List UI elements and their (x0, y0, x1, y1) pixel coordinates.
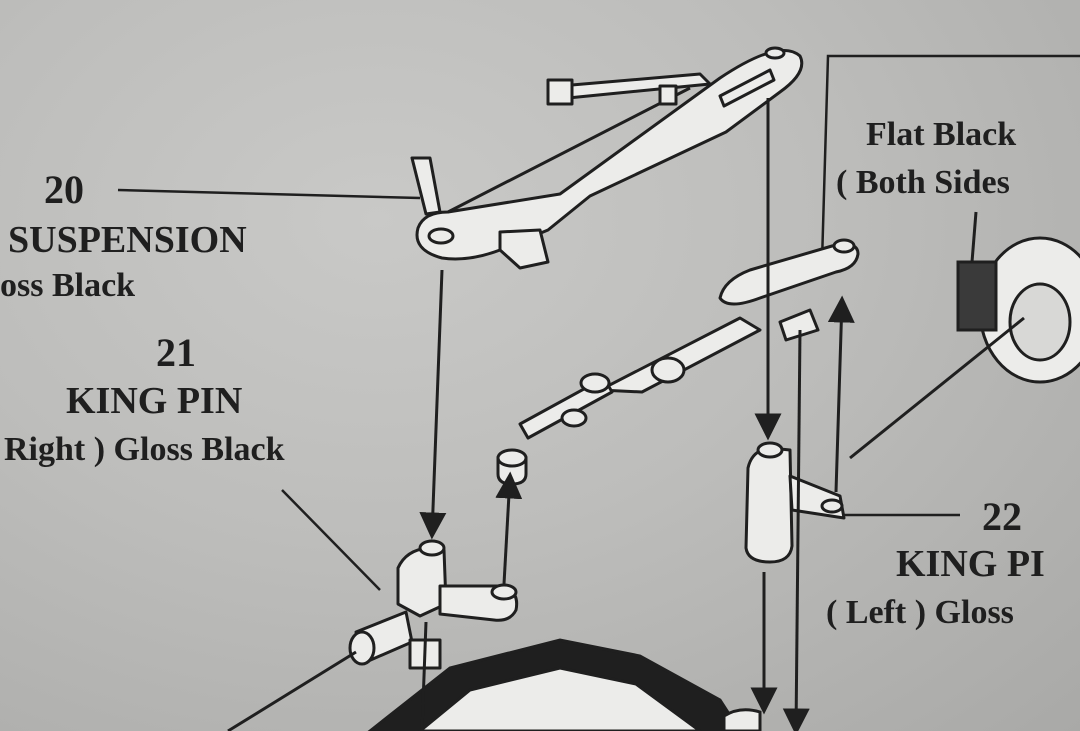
part-22-number: 22 (982, 494, 1022, 539)
leader-21 (281, 489, 381, 591)
arrow-kingpin-to-bushing (495, 471, 523, 585)
part-22-finish: ( Left ) Gloss (826, 594, 1014, 631)
part-20-finish: oss Black (0, 267, 136, 304)
bushing (496, 448, 528, 486)
finish-note-line1: Flat Black (866, 116, 1017, 153)
frame-lower (227, 638, 762, 731)
part-21-name: KING PIN (66, 380, 243, 422)
king-pin-right (348, 539, 519, 670)
tie-rod (518, 238, 860, 440)
arrow-left-kingpin-to-tierod (827, 295, 855, 493)
leader-lines (117, 54, 1080, 591)
brake-drum (956, 211, 1080, 384)
arrow-long-right (782, 329, 810, 731)
part-20-name: SUSPENSION (8, 219, 247, 261)
finish-note-line2: ( Both Sides (836, 164, 1010, 201)
part-21-finish: Right ) Gloss Black (4, 431, 285, 468)
king-pin-left (744, 441, 846, 564)
part-20-number: 20 (44, 167, 84, 212)
leader-20 (117, 188, 421, 200)
suspension-arm (410, 46, 804, 270)
part-21-number: 21 (156, 330, 196, 375)
arrow-arm-to-kingpin (419, 269, 447, 540)
leader-flat-black (820, 54, 1080, 263)
spindle-line (849, 316, 1025, 460)
assembly-arrows (419, 98, 855, 731)
arrow-kingpin21-down (420, 621, 428, 731)
part-22-name: KING PI (896, 543, 1045, 585)
